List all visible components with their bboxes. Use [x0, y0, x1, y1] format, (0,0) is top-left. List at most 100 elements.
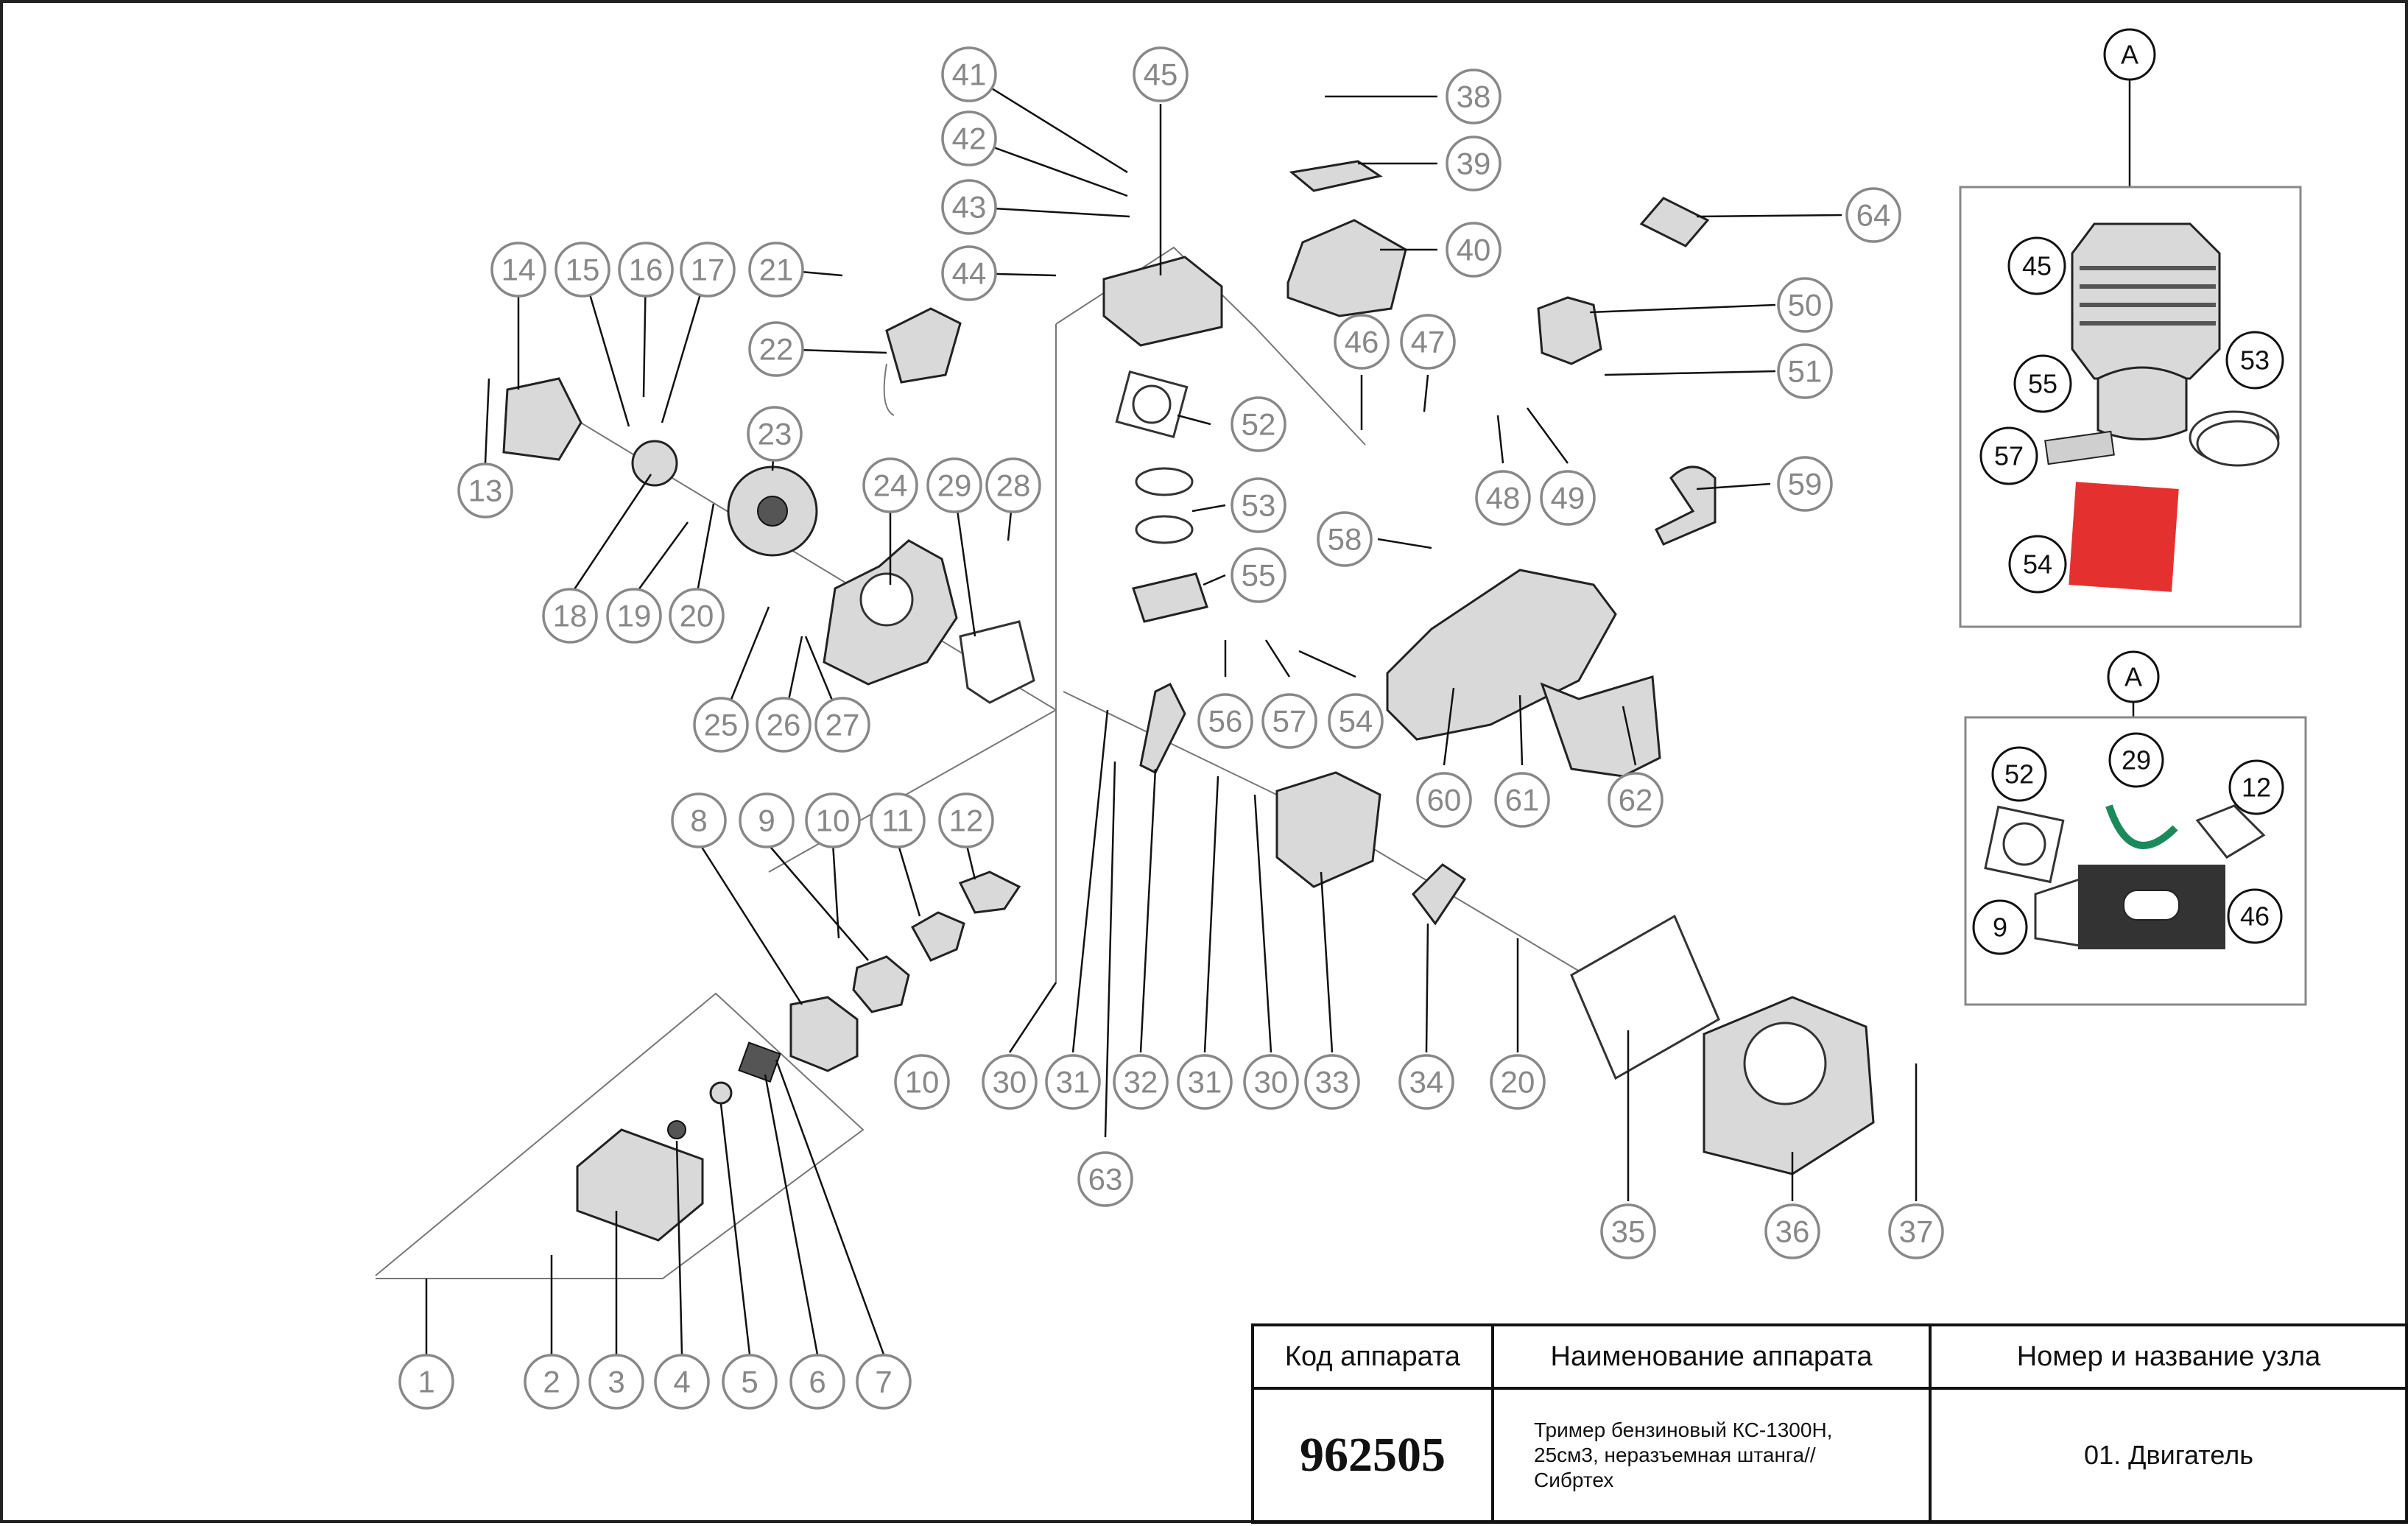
svg-text:37: 37 [1899, 1214, 1934, 1249]
svg-text:60: 60 [1427, 783, 1462, 818]
svg-text:19: 19 [617, 599, 652, 633]
washer-part [667, 1120, 686, 1139]
svg-text:63: 63 [1088, 1162, 1123, 1197]
svg-text:38: 38 [1457, 80, 1491, 114]
svg-text:39: 39 [1457, 147, 1491, 181]
spark-shield-part [1537, 296, 1602, 365]
kit-gasket-green [2105, 804, 2178, 849]
callout-31b: 31 [1177, 1054, 1233, 1110]
callout-24: 24 [862, 457, 918, 513]
clutch-part [631, 440, 678, 487]
callout-7: 7 [856, 1354, 912, 1410]
svg-text:17: 17 [691, 253, 725, 287]
svg-text:54: 54 [1339, 704, 1373, 739]
svg-text:45: 45 [1144, 57, 1178, 92]
svg-text:43: 43 [952, 190, 987, 225]
callout-47: 47 [1400, 314, 1456, 370]
svg-text:10: 10 [905, 1065, 940, 1100]
callout-8: 8 [671, 792, 727, 848]
svg-text:50: 50 [1788, 288, 1823, 323]
callout-13: 13 [457, 463, 513, 518]
svg-text:27: 27 [825, 708, 860, 742]
callout-61: 61 [1494, 772, 1550, 828]
callout-23: 23 [747, 406, 803, 462]
callout-26: 26 [756, 697, 812, 753]
device-name-line-2: 25см3, неразъемная штанга// [1534, 1444, 1816, 1466]
svg-text:48: 48 [1486, 481, 1521, 516]
device-name: Тример бензиновый КС-1300Н, 25см3, нераз… [1491, 1387, 1932, 1524]
callout-22: 22 [748, 321, 804, 377]
svg-text:9: 9 [758, 804, 775, 838]
muffler-part [576, 1128, 704, 1242]
svg-text:21: 21 [759, 253, 794, 287]
svg-text:47: 47 [1411, 325, 1446, 359]
node-name: 01. Двигатель [1929, 1387, 2408, 1524]
callout-59: 59 [1777, 456, 1833, 512]
svg-text:44: 44 [952, 256, 987, 291]
svg-text:36: 36 [1775, 1214, 1810, 1249]
svg-text:20: 20 [680, 599, 714, 633]
callout-20b: 20 [1490, 1054, 1546, 1110]
callout-16: 16 [618, 242, 674, 298]
spacer-part [910, 911, 965, 962]
svg-text:62: 62 [1619, 783, 1653, 818]
svg-text:14: 14 [501, 253, 536, 287]
callout-53: 53 [1231, 477, 1286, 533]
svg-text:40: 40 [1457, 233, 1491, 267]
svg-text:2: 2 [543, 1365, 560, 1399]
callout-52: 52 [1231, 396, 1286, 452]
kit-a-item-54: 54 [2008, 535, 2067, 594]
title-block-table: Код аппарата Наименование аппарата Номер… [1251, 1323, 2408, 1524]
filter-part [738, 1041, 781, 1083]
callout-38: 38 [1446, 68, 1502, 124]
header-code: Код аппарата [1251, 1323, 1494, 1390]
callout-2: 2 [524, 1354, 580, 1410]
callout-48: 48 [1475, 470, 1531, 526]
callout-15: 15 [555, 242, 610, 298]
svg-text:46: 46 [2240, 901, 2270, 932]
svg-text:42: 42 [952, 122, 987, 156]
fan-housing-opening-part [859, 572, 914, 627]
callout-28: 28 [985, 457, 1041, 513]
svg-text:34: 34 [1409, 1065, 1444, 1100]
callout-46: 46 [1334, 314, 1390, 370]
svg-text:41: 41 [952, 57, 987, 92]
leader-lines [425, 73, 1918, 1355]
crankcase-part [1275, 771, 1381, 888]
svg-text:57: 57 [1272, 704, 1307, 739]
callout-labels: 1 2 3 4 5 6 7 8 9 10 10 11 12 13 14 15 1… [398, 46, 1944, 1410]
callout-11: 11 [870, 792, 926, 848]
callout-3: 3 [588, 1354, 644, 1410]
svg-text:53: 53 [2240, 345, 2270, 376]
callout-21: 21 [748, 242, 804, 298]
callout-43: 43 [941, 179, 997, 235]
callout-10b: 10 [894, 1054, 950, 1110]
callout-5: 5 [722, 1354, 778, 1410]
kit-pin-part [2044, 430, 2115, 465]
kit-a-item-53: 53 [2225, 331, 2284, 390]
spacer-plate-part [1639, 197, 1710, 247]
svg-text:58: 58 [1328, 522, 1362, 557]
cover-plate-part [1289, 160, 1383, 192]
header-node: Номер и название узла [1929, 1323, 2408, 1390]
kit-piston-part [2097, 366, 2188, 440]
piston-ring-upper-part [1135, 467, 1194, 496]
crankshaft-part [1139, 682, 1186, 775]
kit-a-label: A [2103, 28, 2156, 81]
callout-9: 9 [739, 792, 795, 848]
svg-text:23: 23 [758, 417, 792, 451]
svg-text:22: 22 [759, 332, 794, 367]
callout-51: 51 [1777, 343, 1833, 399]
svg-text:20: 20 [1501, 1065, 1535, 1100]
svg-text:55: 55 [1242, 558, 1276, 593]
kit-a-cylinder-piston: A 45 53 55 57 54 [1959, 28, 2302, 628]
kit-bag-part [2069, 482, 2179, 592]
callout-34: 34 [1398, 1054, 1454, 1110]
starter-cup-part [502, 377, 582, 461]
svg-text:45: 45 [2022, 251, 2052, 281]
kit-b-item-12: 12 [2228, 759, 2284, 815]
gasket-hole-part [1132, 384, 1172, 424]
svg-text:A: A [2124, 662, 2142, 692]
callout-1: 1 [398, 1354, 454, 1410]
